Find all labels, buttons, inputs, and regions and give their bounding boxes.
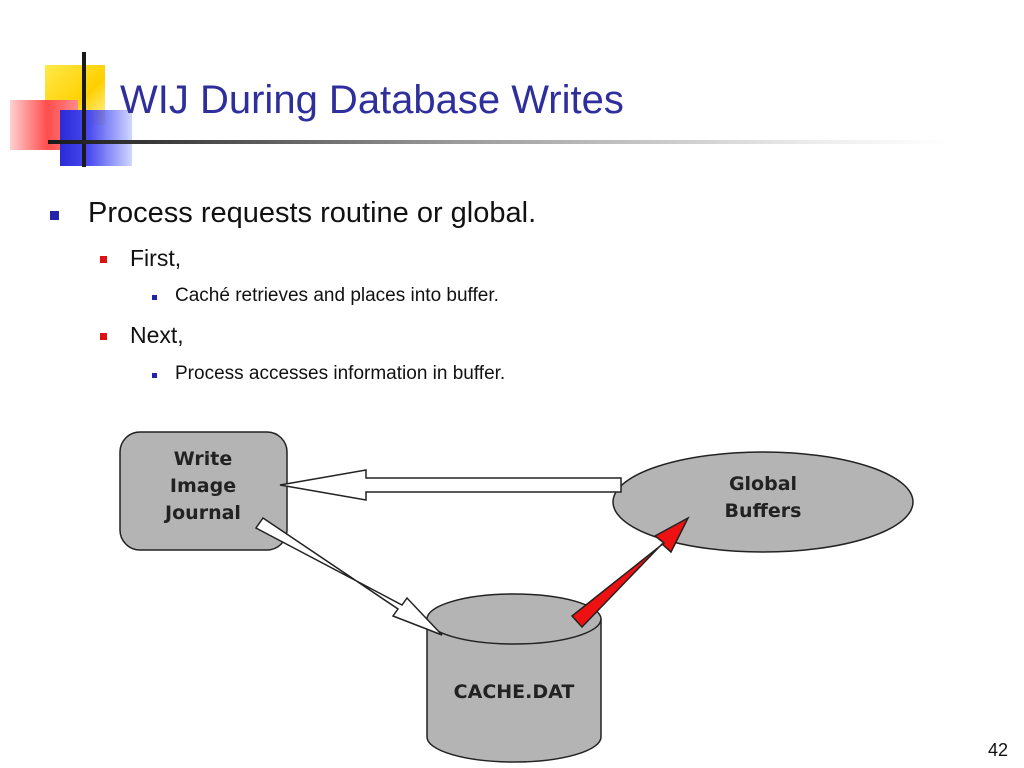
square-bullet-icon: [50, 211, 59, 220]
bullet-text: Process accesses information in buffer.: [175, 363, 506, 384]
node-label: Write: [174, 448, 232, 470]
bullet-text: First,: [130, 245, 182, 271]
cylinder-body: [426, 619, 602, 763]
page-number: 42: [988, 740, 1009, 760]
bullet-level3-item: Process accesses information in buffer.: [152, 363, 506, 385]
node-label: Buffers: [725, 500, 802, 522]
node-label: Journal: [163, 502, 241, 524]
bullet-text: Next,: [130, 322, 184, 348]
bullet-level2-item: First,: [100, 245, 182, 272]
bullet-text: Caché retrieves and places into buffer.: [175, 285, 499, 306]
bullet-level3-item: Caché retrieves and places into buffer.: [152, 285, 499, 307]
node-label: CACHE.DAT: [454, 681, 575, 703]
arrow-global-buffers-to-wij: [279, 469, 622, 501]
square-bullet-icon: [100, 256, 107, 263]
square-bullet-icon: [152, 295, 157, 300]
node-global-buffers: Global Buffers: [612, 451, 914, 553]
corner-blue-block-icon: [60, 110, 132, 166]
title-underline: [48, 140, 948, 144]
node-cache-dat: CACHE.DAT: [426, 593, 602, 763]
square-bullet-icon: [152, 373, 157, 378]
arrow-cache-dat-to-global-buffers: [570, 516, 690, 629]
arrow-wij-to-cache-dat: [254, 516, 443, 636]
node-write-image-journal: Write Image Journal: [119, 431, 288, 551]
vertical-rule: [82, 52, 86, 167]
square-bullet-icon: [100, 333, 107, 340]
bullet-text: Process requests routine or global.: [88, 197, 537, 229]
bullet-level1-item: Process requests routine or global.: [50, 197, 537, 230]
global-buffers-ellipse: [612, 451, 914, 553]
node-label: Global: [729, 473, 797, 495]
bullet-level2-item: Next,: [100, 322, 184, 349]
slide-title: WIJ During Database Writes: [120, 78, 624, 122]
node-label: Image: [170, 475, 236, 497]
write-image-journal-box: [119, 431, 288, 551]
